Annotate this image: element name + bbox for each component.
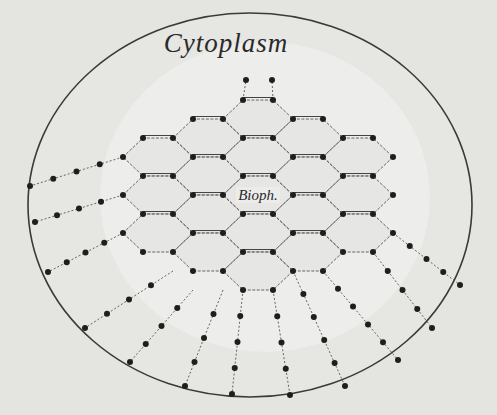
cell-outline: CytoplasmBioph.: [28, 13, 472, 397]
bioplasm-region: Bioph.: [100, 42, 430, 352]
region-label-inner: Bioph.: [236, 187, 280, 204]
region-label: Cytoplasm: [164, 29, 289, 59]
